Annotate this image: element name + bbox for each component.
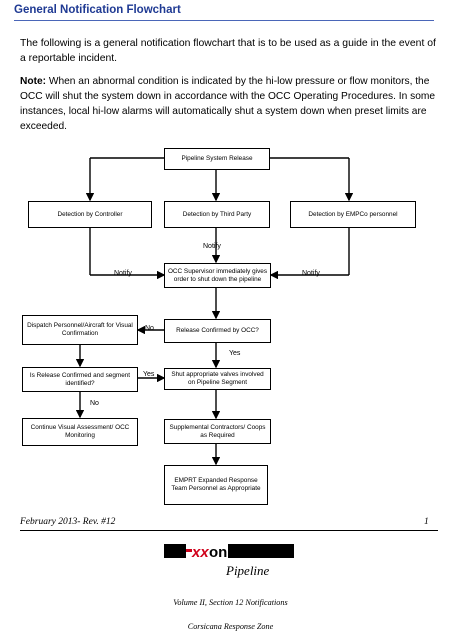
emprt-box: EMPRT Expanded Response Team Personnel a… xyxy=(164,465,268,505)
exxonmobil-logo: xx on xyxy=(164,544,294,560)
detection-controller-box: Detection by Controller xyxy=(28,201,152,228)
notify-label-empco: Notify xyxy=(302,270,320,277)
continue-assessment-box: Continue Visual Assessment/ OCC Monitori… xyxy=(22,418,138,446)
volume-section: Volume II, Section 12 Notifications xyxy=(173,598,288,607)
svg-text:on: on xyxy=(209,544,227,560)
intro-paragraph: The following is a general notification … xyxy=(20,38,436,64)
note-paragraph: Note: When an abnormal condition is indi… xyxy=(20,74,440,134)
yes-label-segment: Yes xyxy=(143,371,155,378)
notify-label-controller: Notify xyxy=(114,270,132,277)
svg-text:xx: xx xyxy=(191,544,209,560)
yes-label-release: Yes xyxy=(229,350,241,357)
detection-empco-box: Detection by EMPCo personnel xyxy=(290,201,416,228)
release-confirmed-box: Release Confirmed by OCC? xyxy=(164,319,271,343)
note-text: When an abnormal condition is indicated … xyxy=(20,76,436,132)
detection-third-party-box: Detection by Third Party xyxy=(164,201,270,228)
notify-label-third-party: Notify xyxy=(203,243,221,250)
page-number: 1 xyxy=(424,517,429,527)
title-divider xyxy=(14,20,434,21)
pipeline-release-box: Pipeline System Release xyxy=(164,148,270,170)
revision-date: February 2013- Rev. #12 xyxy=(20,517,116,527)
no-label-segment: No xyxy=(90,400,99,407)
page-title: General Notification Flowchart xyxy=(14,4,181,16)
flowchart-connectors xyxy=(75,157,354,466)
dispatch-personnel-box: Dispatch Personnel/Aircraft for Visual C… xyxy=(22,315,138,345)
note-label: Note: xyxy=(20,76,47,87)
supplemental-contractors-box: Supplemental Contractors/ Coops as Requi… xyxy=(164,419,271,444)
pipeline-wordmark: Pipeline xyxy=(226,563,270,578)
segment-identified-box: Is Release Confirmed and segment identif… xyxy=(22,367,138,392)
footer-divider xyxy=(20,530,438,531)
response-zone: Corsicana Response Zone xyxy=(187,622,274,631)
occ-supervisor-box: OCC Supervisor immediately gives order t… xyxy=(164,263,271,288)
no-label-release: No xyxy=(145,325,154,332)
shut-valves-box: Shut appropriate valves involved on Pipe… xyxy=(164,368,271,390)
